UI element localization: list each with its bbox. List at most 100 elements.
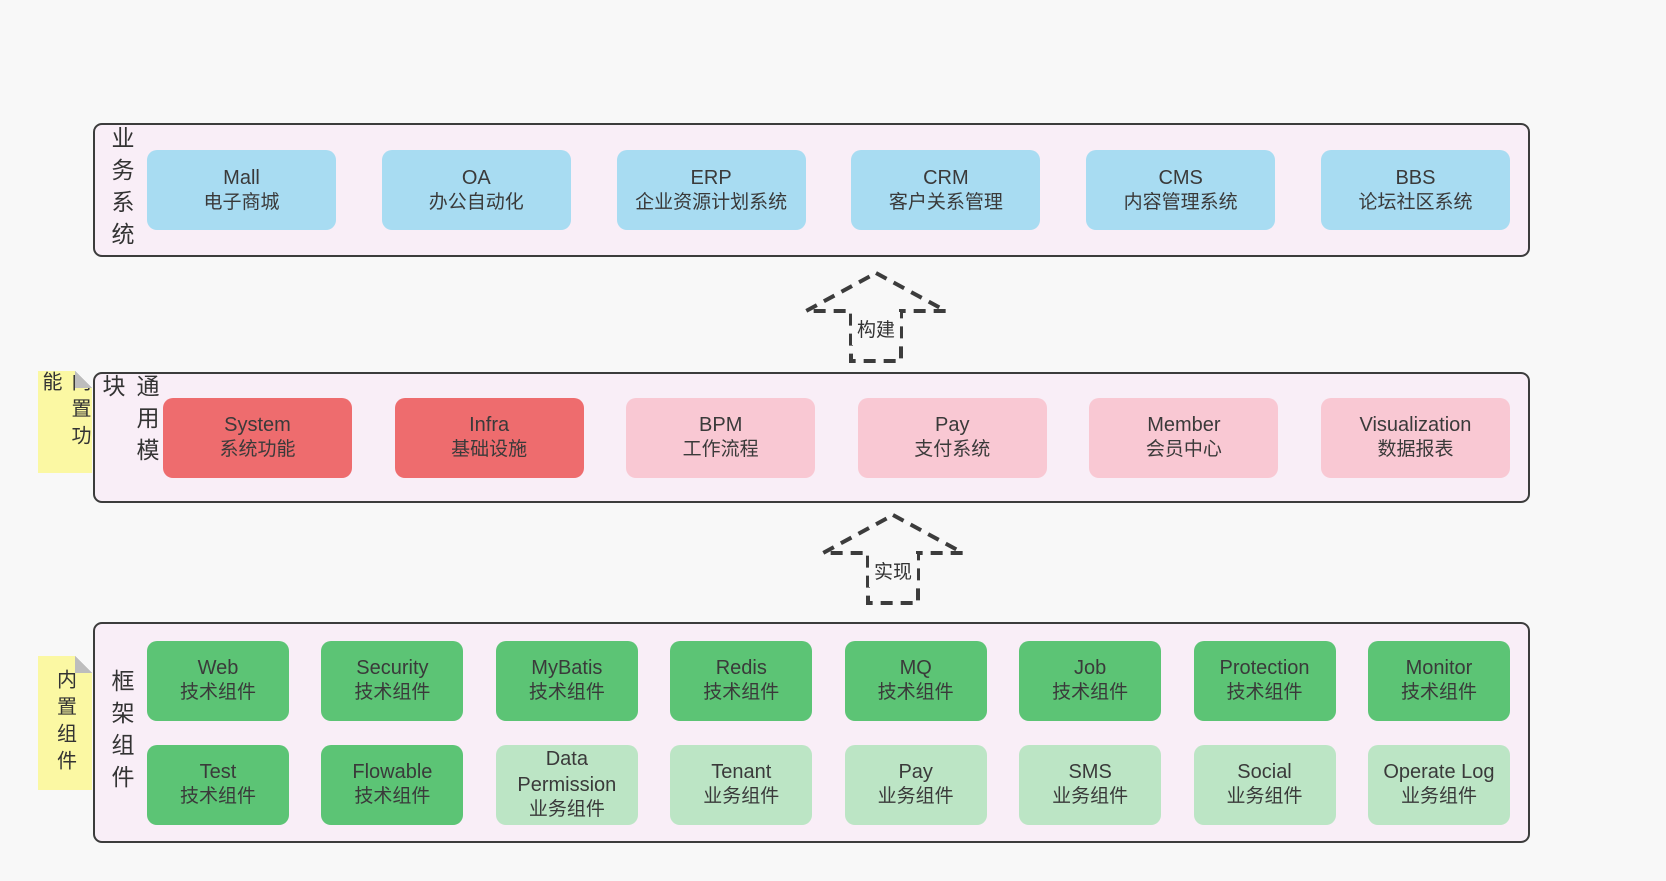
box-name: SMS [1068,761,1112,784]
box-desc: 业务组件 [877,786,954,808]
box-name: Tenant [711,761,772,784]
box-desc: 技术组件 [179,682,256,704]
box-name: Mall [223,166,260,189]
box-desc: 系统功能 [219,439,296,461]
box-name: Pay [935,414,970,437]
note-built-in-features: 内置功能 [38,371,92,473]
box-desc: 技术组件 [528,682,605,704]
box-name: BPM [699,414,743,437]
implement-arrow-label: 实现 [868,554,918,587]
box-desc: 会员中心 [1145,439,1222,461]
layer-business-label: 业务系统 [108,126,134,254]
box-desc: 业务组件 [703,786,780,808]
box-name: BBS [1395,166,1436,189]
layer-modules-label: 通用模块 [99,374,159,470]
box-name: Operate Log [1383,761,1495,784]
box-desc: 业务组件 [528,799,605,821]
box-name: Infra [469,414,510,437]
box-desc: 企业资源计划系统 [635,191,788,213]
box-name: System [224,414,291,437]
box-desc: 论坛社区系统 [1358,191,1473,213]
box-desc: 数据报表 [1377,439,1454,461]
note-built-in-components-text: 内置组件 [53,669,76,777]
box-desc: 技术组件 [877,682,954,704]
box-name: MQ [899,657,932,680]
note-fold-icon [75,656,92,673]
box-name: Member [1147,414,1221,437]
box-name: OA [461,166,491,189]
box-name: Web [197,657,239,680]
box-name: MyBatis [531,657,603,680]
box-name: Social [1237,761,1292,784]
box-desc: 技术组件 [354,786,431,808]
note-built-in-features-text: 内置功能 [39,371,90,452]
box-desc: 技术组件 [354,682,431,704]
build-arrow-icon [803,269,949,369]
box-desc: 支付系统 [914,439,991,461]
box-desc: 业务组件 [1400,786,1477,808]
note-fold-icon [75,371,92,388]
box-name: Visualization [1359,414,1472,437]
box-desc: 业务组件 [1052,786,1129,808]
box-desc: 技术组件 [1052,682,1129,704]
box-desc: 业务组件 [1226,786,1303,808]
layer-components-label: 框架组件 [108,668,134,797]
box-desc: 基础设施 [451,439,528,461]
box-desc: 工作流程 [682,439,759,461]
implement-arrow-icon [820,511,966,611]
box-name: Protection [1219,657,1310,680]
box-name: Data Permission [517,748,617,797]
box-name: Pay [898,761,933,784]
box-name: Test [199,761,237,784]
box-desc: 电子商城 [203,191,280,213]
box-desc: 技术组件 [1226,682,1303,704]
box-desc: 办公自动化 [428,191,524,213]
box-name: CMS [1158,166,1203,189]
box-name: Monitor [1405,657,1473,680]
box-name: Redis [715,657,767,680]
box-name: Flowable [352,761,433,784]
note-built-in-components: 内置组件 [38,656,92,790]
build-arrow-label: 构建 [851,312,901,345]
box-desc: 技术组件 [179,786,256,808]
box-name: CRM [923,166,969,189]
box-name: Job [1073,657,1107,680]
box-desc: 客户关系管理 [888,191,1003,213]
box-desc: 内容管理系统 [1123,191,1238,213]
box-desc: 技术组件 [1400,682,1477,704]
